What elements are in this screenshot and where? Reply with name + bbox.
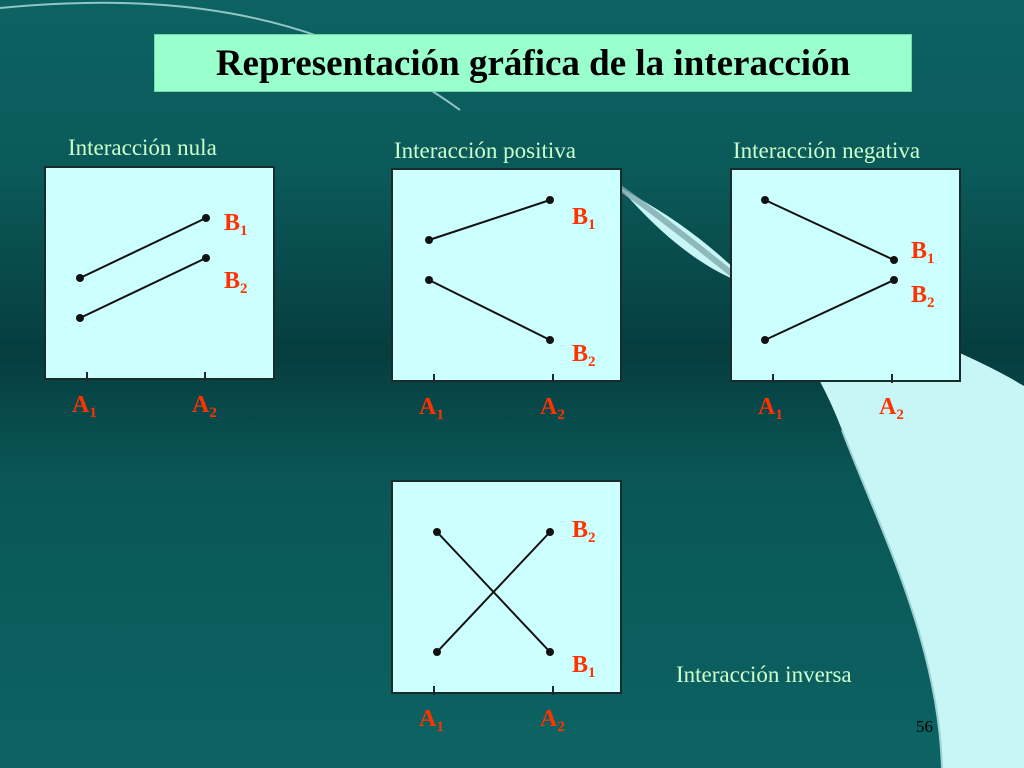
line-b2	[436, 531, 551, 653]
tick-a1	[433, 374, 435, 383]
tick-a2	[552, 374, 554, 383]
caption-inversa: Interacción inversa	[676, 662, 852, 687]
label-a1: A1	[419, 706, 444, 735]
point-b2-a1	[761, 336, 769, 344]
plot-negativa	[761, 196, 898, 344]
point-b1-a1	[433, 528, 441, 536]
line-b2	[79, 257, 207, 319]
label-a2: A2	[540, 394, 565, 423]
swoosh-shape	[620, 188, 1024, 768]
label-a1: A1	[758, 394, 783, 423]
panel-nula	[44, 166, 275, 380]
label-a1: A1	[72, 392, 97, 421]
label-a1: A1	[419, 394, 444, 423]
point-b1-a2	[546, 648, 554, 656]
label-a2: A2	[192, 392, 217, 421]
tick-a1	[86, 372, 88, 381]
point-b1-a1	[76, 274, 84, 282]
label-b1: B1	[224, 210, 248, 239]
point-b1-a2	[546, 196, 554, 204]
caption-negativa: Interacción negativa	[733, 138, 921, 163]
point-b2-a2	[546, 528, 554, 536]
point-b1-a2	[890, 256, 898, 264]
point-b2-a2	[202, 254, 210, 262]
page-title: Representación gráfica de la interacción	[154, 34, 912, 92]
point-b1-a1	[425, 236, 433, 244]
panel-positiva	[391, 168, 622, 382]
point-b2-a2	[546, 336, 554, 344]
label-b2: B2	[224, 268, 248, 297]
tick-a2	[891, 374, 893, 383]
plot-nula	[76, 214, 210, 322]
point-b2-a1	[76, 314, 84, 322]
label-b1: B1	[911, 238, 935, 267]
plot-inversa	[433, 528, 554, 656]
tick-a2	[204, 372, 206, 381]
point-b2-a1	[433, 648, 441, 656]
panel-negativa	[730, 168, 961, 382]
line-b1	[428, 199, 551, 241]
slide-number: 56	[916, 717, 933, 736]
point-b2-a2	[890, 276, 898, 284]
tick-a1	[772, 374, 774, 383]
panel-inversa	[391, 480, 622, 694]
line-b1	[764, 199, 895, 261]
caption-nula: Interacción nula	[68, 135, 217, 160]
label-a2: A2	[879, 394, 904, 423]
tick-a2	[552, 686, 554, 695]
point-b1-a2	[202, 214, 210, 222]
line-b1	[79, 217, 207, 279]
caption-positiva: Interacción positiva	[394, 138, 577, 163]
tick-a1	[433, 686, 435, 695]
label-b1: B1	[572, 652, 596, 681]
label-a2: A2	[540, 706, 565, 735]
point-b2-a1	[425, 276, 433, 284]
line-b2	[764, 279, 895, 341]
line-b2	[428, 279, 551, 341]
label-b2: B2	[572, 517, 596, 546]
label-b2: B2	[572, 341, 596, 370]
plot-positiva	[425, 196, 554, 344]
point-b1-a1	[761, 196, 769, 204]
label-b2: B2	[911, 282, 935, 311]
label-b1: B1	[572, 204, 596, 233]
